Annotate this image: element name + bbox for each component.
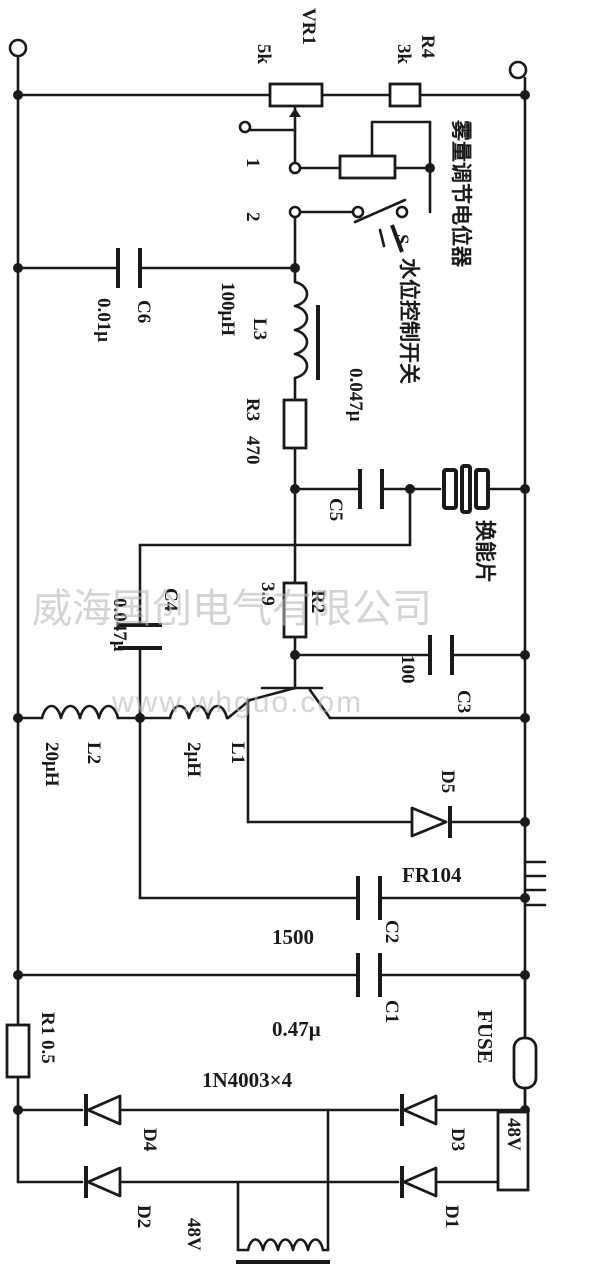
junctions — [13, 90, 530, 1115]
d2-ref: D2 — [133, 1205, 154, 1228]
capacitor-c1 — [356, 953, 382, 997]
resistor-r3 — [282, 398, 308, 450]
fuse-label: FUSE — [473, 1010, 497, 1064]
c3-ref: C3 — [453, 690, 474, 713]
output-48v-box — [496, 1110, 530, 1192]
c4-ref: C4 — [160, 588, 181, 612]
capacitor-c3 — [428, 635, 454, 675]
resistor-r4 — [388, 82, 422, 108]
vr1-value: 5k — [253, 44, 274, 65]
c6-ref: C6 — [133, 300, 154, 323]
output-terminal-right — [508, 60, 528, 80]
inductor-l2 — [40, 704, 120, 720]
transducer-label: 换能片 — [473, 520, 497, 583]
r1-label: R1 0.5 — [37, 1012, 58, 1064]
l2-ref: L2 — [83, 742, 104, 764]
l3-value: 100μH — [217, 282, 238, 336]
l2-value: 20μH — [41, 742, 62, 787]
c2-value: 1500 — [272, 925, 314, 949]
r3-value: 470 — [242, 436, 263, 465]
input-voltage-label: 48V — [183, 1218, 204, 1251]
output-voltage-label: 48V — [503, 1118, 524, 1151]
d5-ref: D5 — [437, 770, 458, 793]
watermark-company: 威海国创电气有限公司 — [32, 586, 432, 632]
r3-ref: R3 — [242, 398, 263, 421]
switch-pin-2: 2 — [242, 212, 263, 222]
rectifier-label: 1N4003×4 — [202, 1068, 293, 1092]
r2-ref: R2 — [307, 590, 328, 613]
capacitor-c6 — [116, 248, 142, 288]
vr1-ref: VR1 — [298, 8, 319, 45]
diode-d2 — [84, 1166, 122, 1198]
r4-ref: R4 — [417, 35, 438, 59]
c4-value: 0.047μ — [109, 598, 130, 652]
c5-value: 0.047μ — [345, 368, 366, 422]
d3-ref: D3 — [447, 1128, 468, 1151]
c5-ref: C5 — [325, 498, 346, 521]
fuse — [512, 1036, 538, 1090]
d4-ref: D4 — [139, 1128, 160, 1152]
c3-value: 100 — [397, 655, 418, 684]
inductor-l1 — [168, 704, 229, 720]
r2-value: 3.9 — [257, 582, 278, 606]
capacitor-c2 — [356, 876, 382, 920]
capacitor-c4 — [118, 623, 162, 650]
level-switch-label: 水位控制开关 — [397, 258, 421, 384]
diode-d4 — [84, 1094, 122, 1126]
selector-switch — [238, 120, 409, 253]
resistor-r1 — [5, 1023, 31, 1079]
inductor-l3 — [293, 280, 320, 380]
diode-d3 — [400, 1094, 438, 1126]
r4-value: 3k — [393, 44, 414, 65]
watermark-url: www.whguo.com — [111, 686, 363, 719]
diode-d1 — [400, 1166, 438, 1198]
c1-ref: C1 — [381, 1000, 402, 1023]
input-terminal-left — [8, 38, 28, 58]
c1-value: 0.47μ — [272, 1017, 321, 1041]
l1-ref: L1 — [227, 742, 248, 764]
piezo-transducer — [442, 464, 490, 514]
potentiometer-vr1 — [268, 82, 324, 117]
input-transformer — [236, 1238, 330, 1264]
wires — [16, 56, 547, 1252]
resistor-r2 — [282, 581, 308, 639]
d5-part: FR104 — [402, 863, 462, 887]
diode-d5 — [410, 806, 452, 838]
l1-value: 2μH — [183, 742, 204, 777]
c2-ref: C2 — [381, 920, 402, 943]
l3-ref: L3 — [249, 318, 270, 340]
capacitor-c5 — [358, 469, 384, 509]
switch-pin-1: 1 — [242, 158, 263, 168]
d1-ref: D1 — [441, 1205, 462, 1228]
c6-value: 0.01μ — [93, 298, 114, 342]
mist-pot-label: 雾量调节电位器 — [449, 120, 473, 268]
switch-ref: S — [391, 234, 412, 245]
